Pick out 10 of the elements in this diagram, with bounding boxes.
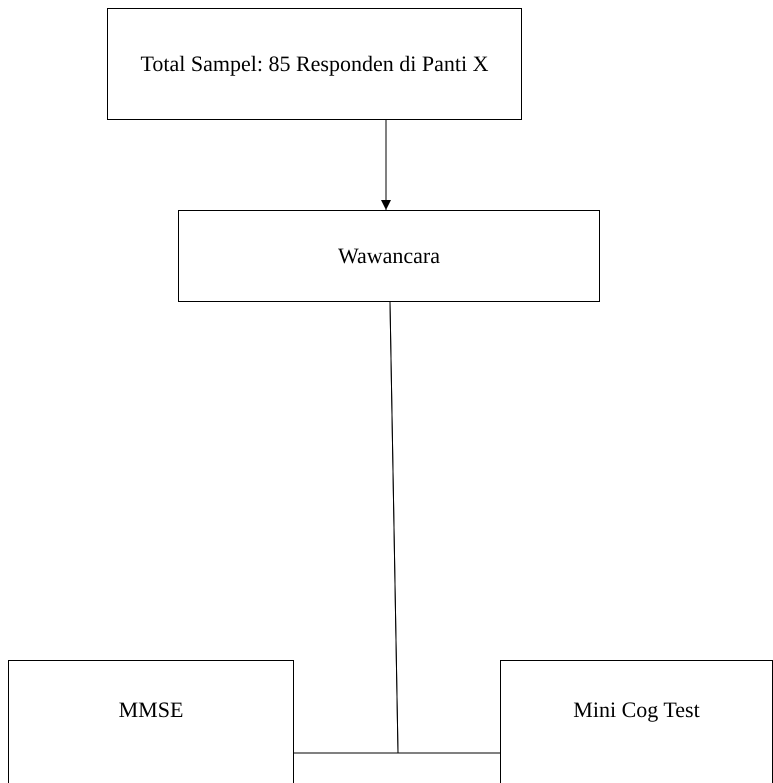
process-box: [500, 660, 773, 783]
box-label: Wawancara: [338, 242, 440, 270]
connector-line: [390, 302, 500, 754]
process-box: [107, 8, 522, 120]
box-label: MMSE: [118, 696, 184, 724]
box-label: Mini Cog Test: [573, 696, 700, 724]
process-box: [8, 660, 294, 783]
arrow: [381, 120, 391, 210]
process-box: [178, 210, 600, 302]
box-label: Total Sampel: 85 Responden di Panti X: [140, 50, 488, 78]
